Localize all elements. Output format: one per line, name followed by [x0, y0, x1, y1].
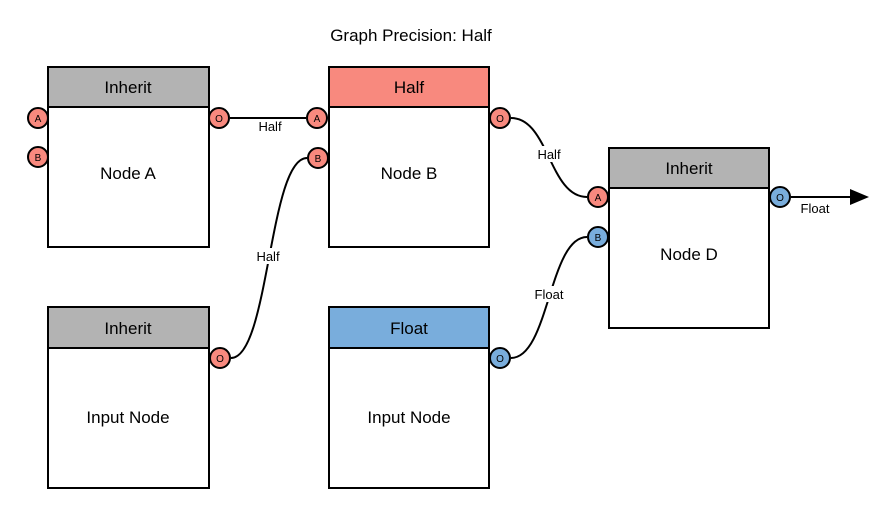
port-circle — [208, 107, 230, 129]
edge-b-to-d: Half — [510, 117, 588, 198]
port-label: B — [595, 233, 602, 244]
port-label: A — [35, 114, 42, 125]
node-d-port-a: A — [587, 186, 609, 208]
node-title: Node D — [660, 245, 718, 264]
node-a-port-o: O — [208, 107, 230, 129]
edge-label: Half — [256, 249, 280, 264]
node-a-port-a: A — [27, 107, 49, 129]
edge-label-background — [530, 286, 569, 302]
node-title: Node A — [100, 164, 156, 183]
port-circle — [587, 186, 609, 208]
node-b-port-o: O — [489, 107, 511, 129]
port-circle — [587, 226, 609, 248]
edge-label: Half — [537, 147, 561, 162]
node-header — [328, 306, 490, 349]
port-label: O — [496, 114, 504, 125]
port-label: A — [314, 114, 321, 125]
input-node-middle-port-o: O — [489, 347, 511, 369]
port-circle — [27, 146, 49, 168]
edge-input-mid-to-d: Float — [510, 236, 588, 359]
node-b: Half Node B A B O — [306, 66, 511, 248]
node-d-port-b: B — [587, 226, 609, 248]
diagram-title: Graph Precision: Half — [330, 26, 492, 45]
node-a: Inherit Node A A B O — [27, 66, 230, 248]
node-title: Input Node — [367, 408, 450, 427]
node-precision-label: Inherit — [104, 78, 152, 97]
node-b-port-b: B — [307, 147, 329, 169]
port-circle — [27, 107, 49, 129]
edge-a-to-b: Half — [230, 117, 306, 134]
port-circle — [489, 107, 511, 129]
edge-d-output: Float — [791, 189, 869, 216]
port-label: B — [35, 153, 42, 164]
node-header — [47, 306, 210, 349]
edge-label: Half — [258, 119, 282, 134]
port-label: O — [215, 114, 223, 125]
arrowhead-icon — [850, 189, 869, 205]
input-node-left: Inherit Input Node O — [47, 306, 231, 489]
node-d: Inherit Node D A B O — [587, 147, 791, 329]
port-circle — [306, 107, 328, 129]
edge-label: Float — [535, 287, 564, 302]
port-circle — [769, 186, 791, 208]
port-label: A — [595, 193, 602, 204]
port-label: O — [216, 354, 224, 365]
port-label: B — [315, 154, 322, 165]
node-precision-label: Float — [390, 319, 428, 338]
node-a-port-b: B — [27, 146, 49, 168]
node-b-port-a: A — [306, 107, 328, 129]
node-precision-label: Inherit — [104, 319, 152, 338]
node-header — [328, 66, 490, 108]
node-title: Node B — [381, 164, 438, 183]
input-node-middle: Float Input Node O — [328, 306, 511, 489]
node-header — [47, 66, 210, 108]
edge-label: Float — [801, 201, 830, 216]
node-d-port-o: O — [769, 186, 791, 208]
port-circle — [209, 347, 231, 369]
input-node-left-port-o: O — [209, 347, 231, 369]
node-precision-label: Half — [394, 78, 425, 97]
port-circle — [307, 147, 329, 169]
node-header — [608, 147, 770, 189]
node-precision-label: Inherit — [665, 159, 713, 178]
edge-label-background — [252, 248, 285, 264]
node-title: Input Node — [86, 408, 169, 427]
edge-label-background — [533, 146, 566, 162]
edge-input-left-to-b: Half — [230, 157, 308, 359]
port-label: O — [496, 354, 504, 365]
port-label: O — [776, 193, 784, 204]
port-circle — [489, 347, 511, 369]
